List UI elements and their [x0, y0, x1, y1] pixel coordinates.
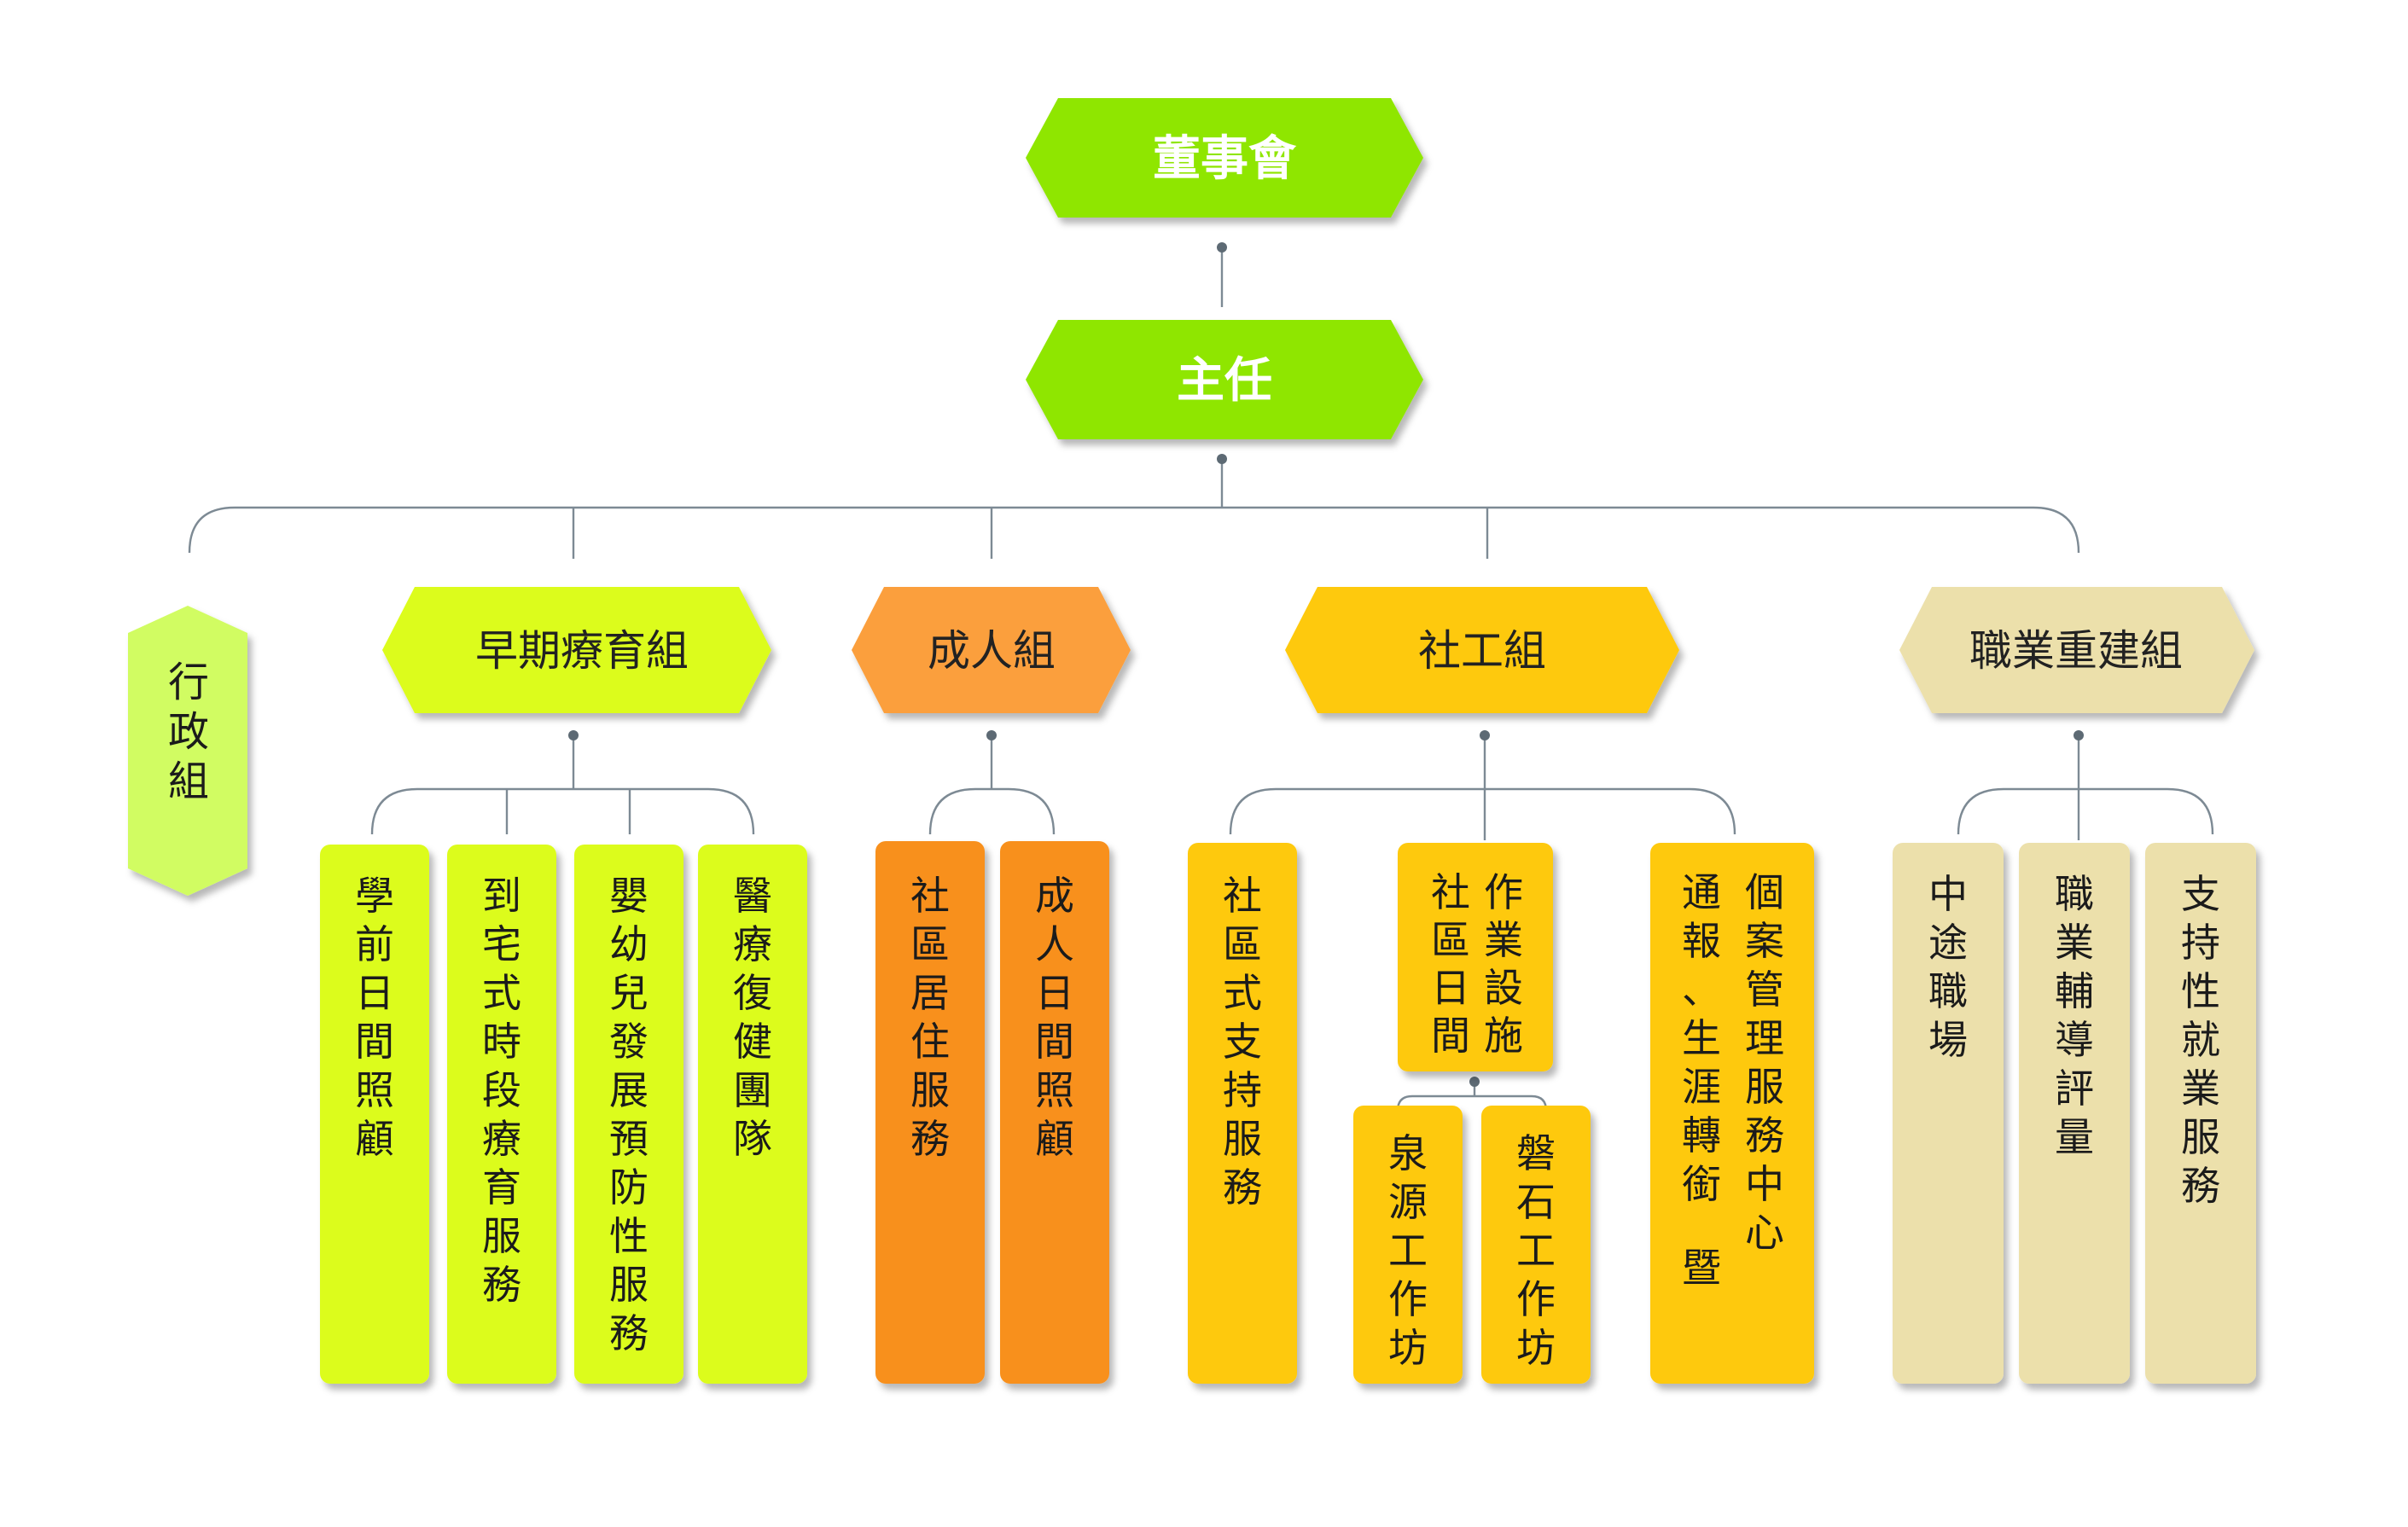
board-node: 董事會 [1026, 98, 1423, 218]
service-social-day-facility: 社區日間 作業設施 [1398, 843, 1553, 1071]
service-vocational-2-label: 職業輔導評量 [2055, 871, 2094, 1160]
connector-dots [568, 242, 2084, 1087]
director-node: 主任 [1026, 320, 1423, 439]
service-early-2-label: 到宅式時段療育服務 [482, 873, 521, 1308]
service-adult-1: 社區居住服務 [875, 841, 985, 1384]
service-early-3-label: 嬰幼兒發展預防性服務 [609, 873, 649, 1356]
service-social-support: 社區式支持服務 [1188, 843, 1297, 1384]
dept-admin: 行政組 [128, 606, 247, 896]
service-social-workshop-1: 泉源工作坊 [1353, 1106, 1463, 1384]
dept-early: 早期療育組 [382, 587, 771, 713]
service-adult-1-label: 社區居住服務 [910, 873, 950, 1162]
board-label: 董事會 [1153, 131, 1297, 187]
service-early-4-label: 醫療復健團隊 [733, 873, 772, 1162]
service-vocational-1: 中途職場 [1893, 843, 2004, 1384]
service-early-4: 醫療復健團隊 [698, 845, 807, 1384]
service-social-day-col1: 社區日間 [1431, 869, 1470, 1059]
connector-lines [188, 247, 2214, 1112]
service-social-support-label: 社區式支持服務 [1223, 873, 1262, 1211]
service-social-day-col2: 作業設施 [1484, 869, 1523, 1059]
service-case-col2: 通報、生涯轉銜 [1682, 869, 1721, 1207]
service-vocational-3-label: 支持性就業服務 [2181, 871, 2220, 1209]
dept-early-label: 早期療育組 [475, 626, 689, 676]
service-social-workshop-2-label: 磐石工作坊 [1516, 1130, 1556, 1371]
dept-admin-label: 行政組 [168, 659, 209, 805]
dept-social: 社工組 [1285, 587, 1679, 713]
service-vocational-1-label: 中途職場 [1928, 871, 1968, 1063]
service-social-case-center: 個案管理服務中心 通報、生涯轉銜 暨 [1650, 843, 1814, 1384]
service-social-workshop-2: 磐石工作坊 [1481, 1106, 1591, 1384]
dept-adult: 成人組 [852, 587, 1131, 713]
service-early-3: 嬰幼兒發展預防性服務 [574, 845, 683, 1384]
service-social-workshop-1-label: 泉源工作坊 [1388, 1130, 1428, 1371]
service-early-1-label: 學前日間照顧 [355, 873, 394, 1162]
service-case-col2-extra: 暨 [1682, 1245, 1721, 1291]
director-label: 主任 [1177, 353, 1272, 409]
service-case-col1: 個案管理服務中心 [1745, 869, 1784, 1256]
service-adult-2: 成人日間照顧 [1000, 841, 1109, 1384]
dept-adult-label: 成人組 [928, 626, 1056, 676]
service-vocational-3: 支持性就業服務 [2145, 843, 2256, 1384]
dept-social-label: 社工組 [1418, 626, 1546, 676]
service-early-1: 學前日間照顧 [320, 845, 429, 1384]
service-early-2: 到宅式時段療育服務 [447, 845, 556, 1384]
dept-vocational: 職業重建組 [1899, 587, 2254, 713]
service-vocational-2: 職業輔導評量 [2019, 843, 2130, 1384]
dept-vocational-label: 職業重建組 [1969, 626, 2183, 676]
service-adult-2-label: 成人日間照顧 [1035, 873, 1074, 1162]
